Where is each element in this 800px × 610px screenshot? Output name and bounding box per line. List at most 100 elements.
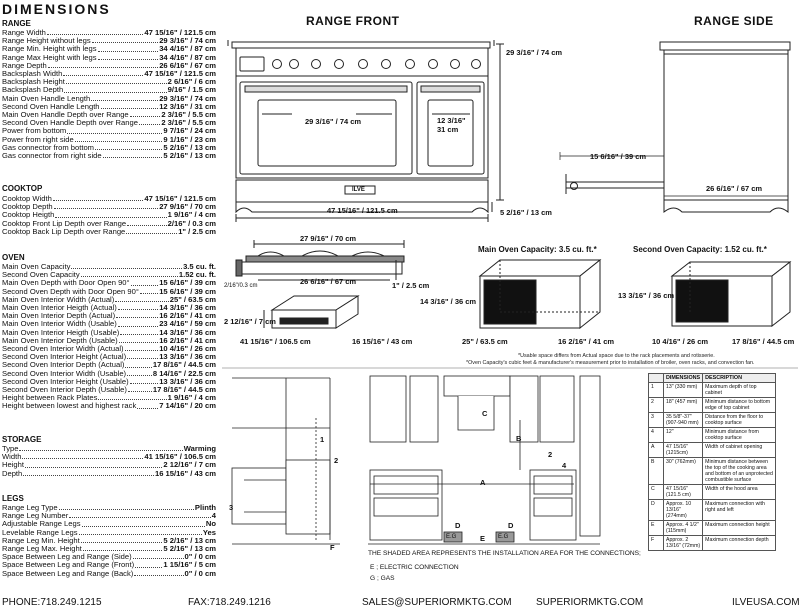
spec-row: Main Oven Interior Depth (Actual)16 2/16…	[2, 312, 216, 320]
leader-dots	[82, 545, 163, 552]
leader-dots	[138, 119, 161, 126]
cooktop-front-lip-label: 2/16"/0.3 cm	[224, 283, 258, 289]
eg-right: E.G	[498, 534, 509, 540]
legs-heading: LEGS	[2, 494, 24, 503]
gas-note: G ; GAS	[370, 575, 395, 582]
spec-value: 9 7/16" / 24 cm	[163, 127, 216, 136]
range-front-drawing	[227, 40, 504, 222]
callout-e: E	[480, 534, 486, 543]
spec-label: Cooktop Width	[2, 195, 52, 203]
spec-label: Height between Rack Plates	[2, 394, 98, 403]
spec-value: 5 2/16" / 13 cm	[163, 536, 216, 545]
spec-value: 2 3/16" / 5.5 cm	[161, 119, 216, 128]
spec-value: 9 1/16" / 23 cm	[163, 135, 216, 144]
leader-dots	[115, 296, 169, 303]
spec-label: Gas connector from bottom	[2, 143, 95, 152]
footer-site-ilve[interactable]: ILVEUSA.COM	[732, 597, 800, 608]
table-cell-id: B	[648, 457, 664, 485]
spec-label: Cooktop Depth	[2, 203, 53, 212]
leader-dots	[139, 288, 159, 294]
brand-logo: ILVE	[352, 187, 365, 193]
spec-value: 15 6/16" / 39 cm	[159, 279, 216, 288]
callout-b: B	[516, 434, 522, 443]
leader-dots	[71, 263, 183, 270]
front-height-label: 29 3/16" / 74 cm	[506, 48, 563, 57]
spec-value: 25" / 63.5 cm	[169, 295, 216, 304]
table-cell-dim: 47 15/16" (1215cm)	[662, 442, 704, 458]
spec-label: Range Leg Max. Height	[2, 545, 82, 554]
spec-value: 16 2/16" / 41 cm	[159, 336, 216, 345]
spec-value: 2/16" / 0.3 cm	[167, 219, 216, 228]
spec-row: Cooktop Depth 27 9/16" / 70 cm	[2, 203, 216, 211]
footer-fax: FAX:718.249.1216	[188, 597, 271, 608]
spec-value: Plinth	[194, 504, 216, 512]
table-cell-id: D	[648, 499, 664, 521]
cooktop-range-depth-label: 26 6/16" / 67 cm	[300, 277, 357, 286]
spec-row: Space Between Leg and Range (Back)0" / 0…	[2, 570, 216, 578]
spec-value: Yes	[202, 528, 216, 537]
main-oven-height-label: 14 3/16" / 36 cm	[420, 297, 477, 306]
leg-height-label: 5 2/16" / 13 cm	[500, 208, 552, 217]
spec-value: 13 3/16" / 36 cm	[159, 377, 216, 386]
table-cell-id: 1	[648, 382, 664, 398]
leader-dots	[22, 453, 144, 460]
spec-value: 1 9/16" / 4 cm	[167, 394, 216, 403]
spec-row: Second Oven Depth with Door Open 90°15 6…	[2, 288, 216, 296]
spec-label: Second Oven Interior Height (Usable)	[2, 377, 129, 386]
leader-dots	[127, 220, 167, 226]
footer-site-superior[interactable]: SUPERIORMKTG.COM	[536, 597, 644, 608]
footer-email[interactable]: SALES@SUPERIORMKTG.COM	[362, 597, 512, 608]
table-cell-desc: Maximum connection with right and left	[702, 499, 776, 521]
spec-value: 47 15/16" / 121.5 cm	[144, 29, 216, 37]
spec-label: Height	[2, 461, 24, 470]
table-cell-id: 3	[648, 412, 664, 428]
spec-value: 29 3/16" / 74 cm	[159, 37, 216, 46]
oven-heading: OVEN	[2, 253, 25, 262]
table-cell-dim: 12"	[662, 427, 704, 443]
leader-dots	[135, 561, 163, 568]
spec-label: Cooktop Heigth	[2, 211, 55, 220]
leader-dots	[74, 136, 163, 142]
leader-dots	[129, 111, 161, 118]
spec-label: Space Between Leg and Range (Back)	[2, 569, 134, 578]
spec-value: 47 15/16" / 121.5 cm	[144, 70, 216, 79]
spec-value: 2 3/16" / 5.5 cm	[161, 111, 216, 120]
spec-value: 27 9/16" / 70 cm	[159, 203, 216, 212]
table-cell-id: 4	[648, 427, 664, 443]
spec-label: Range Max Height with legs	[2, 53, 97, 62]
spec-value: 34 4/16" / 87 cm	[159, 53, 216, 62]
spec-value: 8 14/16" / 22.5 cm	[152, 369, 216, 378]
cooktop-drawing	[235, 240, 405, 281]
spec-label: Second Oven Interior Height (Actual)	[2, 353, 127, 362]
main-oven-capacity-drawing	[478, 258, 602, 330]
spec-row: Second Oven Interior Height (Usable) 13 3…	[2, 378, 216, 386]
spec-value: 26 6/16" / 67 cm	[159, 61, 216, 70]
spec-value: 47 15/16" / 121.5 cm	[144, 195, 216, 203]
spec-label: Type	[2, 445, 19, 453]
leader-dots	[118, 337, 159, 344]
spec-label: Range Leg Min. Height	[2, 536, 80, 545]
spec-row: Second Oven Interior Width (Actual)10 4/…	[2, 345, 216, 353]
spec-label: Space Between Leg and Range (Front)	[2, 561, 135, 570]
spec-value: 41 15/16" / 106.5 cm	[144, 453, 216, 462]
spec-value: 14 3/16" / 36 cm	[159, 304, 216, 313]
spec-value: 29 3/16" / 74 cm	[159, 94, 216, 103]
control-knobs	[272, 59, 481, 69]
spec-label: Adjustable Range Legs	[2, 520, 81, 529]
spec-value: 17 8/16" / 44.5 cm	[152, 361, 216, 370]
spec-row: Main Oven Depth with Door Open 90°15 6/1…	[2, 279, 216, 287]
